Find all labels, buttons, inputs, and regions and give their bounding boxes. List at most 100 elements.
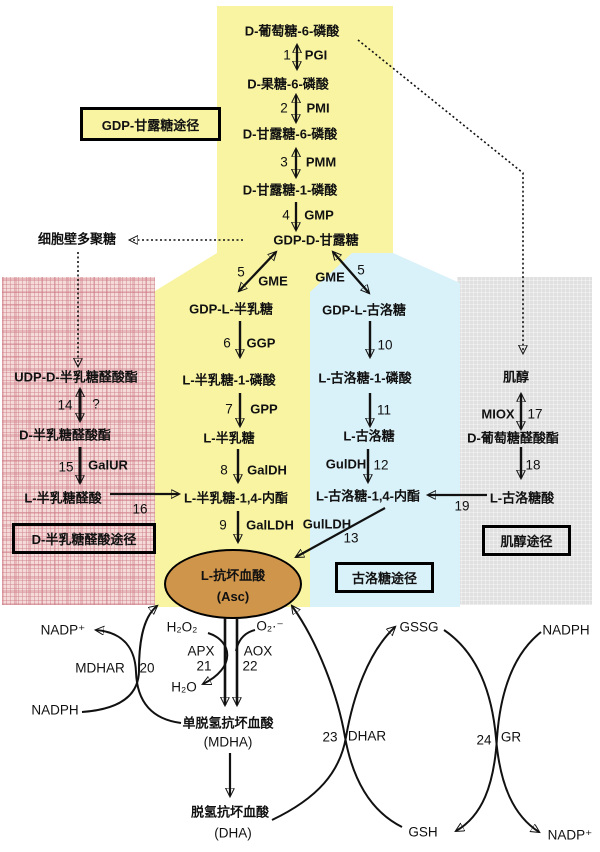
step-number-4: 4 (282, 207, 290, 223)
curve-dha-to-gssg-dhar (271, 627, 395, 821)
step-number-3: 3 (280, 154, 288, 170)
step-number-14: 14 (57, 397, 73, 413)
enzyme-gulldh: GulLDH (302, 516, 352, 532)
curve-gssg-to-nadp-gr (443, 629, 539, 832)
node-cell-wall-polysaccharide: 细胞壁多聚糖 (37, 231, 117, 247)
node-l-galactose-1-phosphate: L-半乳糖-1-磷酸 (182, 372, 276, 388)
cofactor-nadp-left: NADP⁺ (40, 622, 86, 638)
step-number-7: 7 (225, 401, 233, 417)
node-udp-d-galacturonate: UDP-D-半乳糖醛酸酯 (14, 369, 138, 385)
ascorbate-node: L-抗坏血酸 (Asc) (164, 549, 302, 619)
node-fructose-6-phosphate: D-果糖-6-磷酸 (247, 76, 329, 92)
enzyme-miox: MIOX (481, 406, 515, 422)
cofactor-nadph-left: NADPH (31, 702, 79, 718)
enzyme-dhar: DHAR (347, 728, 387, 744)
node-gdp-l-gulose: GDP-L-古洛糖 (322, 302, 406, 318)
node-mdha-name: 单脱氢抗坏血酸 (182, 715, 274, 731)
step-number-8: 8 (220, 462, 228, 478)
step-number-21: 21 (196, 658, 212, 674)
step-number-22: 22 (242, 658, 258, 674)
galacturonate-pathway-region (2, 277, 155, 605)
node-l-gulose-1-phosphate: L-古洛糖-1-磷酸 (318, 370, 412, 386)
enzyme-gmp: GMP (304, 207, 334, 223)
step-number-11: 11 (376, 402, 392, 418)
curve-nadph-to-asc-mdhar (81, 606, 157, 713)
inositol-pathway-label: 肌醇途径 (500, 534, 553, 549)
arrow-step13-gulldh (296, 507, 386, 557)
step-number-5-right: 5 (357, 262, 365, 278)
enzyme-unknown: ? (92, 396, 100, 412)
enzyme-gpp: GPP (250, 401, 278, 417)
node-l-gulono-lactone: L-古洛糖-1,4-内酯 (315, 488, 421, 504)
node-mannose-1-phosphate: D-甘露糖-1-磷酸 (242, 182, 338, 198)
molecule-gsh: GSH (408, 824, 438, 840)
node-glucose-6-phosphate: D-葡萄糖-6-磷酸 (244, 23, 340, 39)
galacturonate-pathway-box: D-半乳糖醛酸途径 (12, 523, 156, 554)
molecule-gssg: GSSG (399, 619, 439, 635)
inositol-pathway-box: 肌醇途径 (482, 525, 571, 556)
node-mdha-abbrev: (MDHA) (203, 734, 253, 750)
enzyme-pgi: PGI (304, 47, 328, 63)
galacturonate-pathway-label: D-半乳糖醛酸途径 (31, 532, 137, 547)
arrow-step5-gme-left (239, 252, 276, 291)
step-number-6: 6 (223, 335, 231, 351)
step-number-23: 23 (322, 729, 338, 745)
node-dha-name: 脱氢抗坏血酸 (190, 804, 270, 820)
step-number-18: 18 (525, 457, 541, 473)
step-number-17: 17 (527, 406, 543, 422)
gulose-pathway-box: 古洛糖途径 (335, 562, 434, 593)
step-number-1: 1 (283, 47, 291, 63)
ascorbate-abbrev: (Asc) (216, 588, 250, 604)
enzyme-pmm: PMM (305, 154, 337, 170)
node-d-galacturonate: D-半乳糖醛酸酯 (19, 427, 111, 443)
cofactor-nadph-right: NADPH (542, 622, 590, 638)
arrow-step5-gme-right (333, 252, 369, 293)
step-number-20: 20 (139, 660, 155, 676)
enzyme-galdh: GalDH (247, 462, 287, 478)
curve-mdha-to-nadp-mdhar (96, 630, 182, 724)
cofactor-nadp-right: NADP⁺ (547, 827, 593, 843)
node-l-galactonate: L-半乳糖醛酸 (24, 490, 102, 506)
node-gdp-d-mannose: GDP-D-甘露糖 (273, 232, 359, 248)
node-gdp-l-galactose: GDP-L-半乳糖 (189, 301, 273, 317)
step-number-10: 10 (377, 337, 393, 353)
step-number-13: 13 (343, 530, 359, 546)
curve-o2-aox (235, 629, 256, 652)
enzyme-guldh: GulDH (325, 456, 367, 472)
node-d-glucuronate: D-葡萄糖醛酸酯 (467, 430, 559, 446)
curve-gsh-to-asc-dhar (292, 606, 403, 828)
curve-nadph-to-gsh-gr (456, 631, 542, 831)
mannose-pathway-top-region (217, 6, 393, 253)
node-l-galactose: L-半乳糖 (203, 430, 255, 446)
enzyme-mdhar: MDHAR (75, 660, 125, 676)
enzyme-aox: AOX (243, 643, 273, 659)
step-number-12: 12 (373, 457, 389, 473)
node-myo-inositol: 肌醇 (502, 369, 530, 385)
curve-h2o2-to-h2o-apx (203, 632, 229, 684)
dotted-arrow-g6p-to-inositol (357, 39, 523, 353)
step-number-2: 2 (280, 100, 288, 116)
gulose-pathway-region (305, 253, 460, 607)
gulose-pathway-label: 古洛糖途径 (351, 571, 417, 586)
node-l-galactono-lactone: L-半乳糖-1,4-内酯 (183, 490, 289, 506)
enzyme-apx: APX (187, 643, 215, 659)
step-number-15: 15 (58, 459, 74, 475)
molecule-superoxide: O₂·⁻ (256, 618, 284, 634)
ascorbate-name: L-抗坏血酸 (200, 567, 266, 583)
enzyme-gme-right: GME (315, 269, 345, 285)
molecule-h2o2: H₂O₂ (166, 619, 198, 635)
enzyme-galldh: GalLDH (246, 517, 294, 533)
step-number-5-left: 5 (237, 264, 245, 280)
node-l-gulose: L-古洛糖 (343, 428, 395, 444)
node-dha-abbrev: (DHA) (214, 825, 252, 841)
enzyme-ggp: GGP (246, 335, 276, 351)
enzyme-pmi: PMI (306, 100, 330, 116)
gdp-mannose-pathway-box: GDP-甘露糖途径 (80, 107, 221, 141)
node-mannose-6-phosphate: D-甘露糖-6-磷酸 (242, 126, 338, 142)
molecule-h2o: H₂O (171, 679, 197, 695)
step-number-24: 24 (476, 732, 492, 748)
enzyme-galur: GalUR (88, 457, 128, 473)
step-number-9: 9 (219, 517, 227, 533)
